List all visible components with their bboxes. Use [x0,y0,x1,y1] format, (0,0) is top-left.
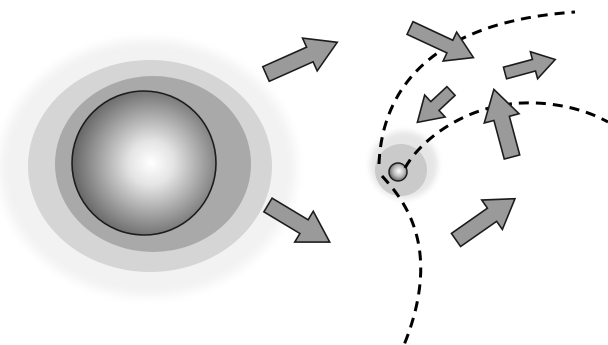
large-body-group [0,40,296,296]
arrow-icon [476,85,529,162]
large-body-sphere-icon [72,91,216,235]
small-body-sphere-icon [389,163,407,181]
arrow-icon [403,13,480,72]
arrow-icon [259,26,345,91]
arrow-icon [446,184,526,255]
arrow-icon [407,80,461,133]
arrow-icon [501,46,558,87]
trajectory-downward [382,176,421,345]
